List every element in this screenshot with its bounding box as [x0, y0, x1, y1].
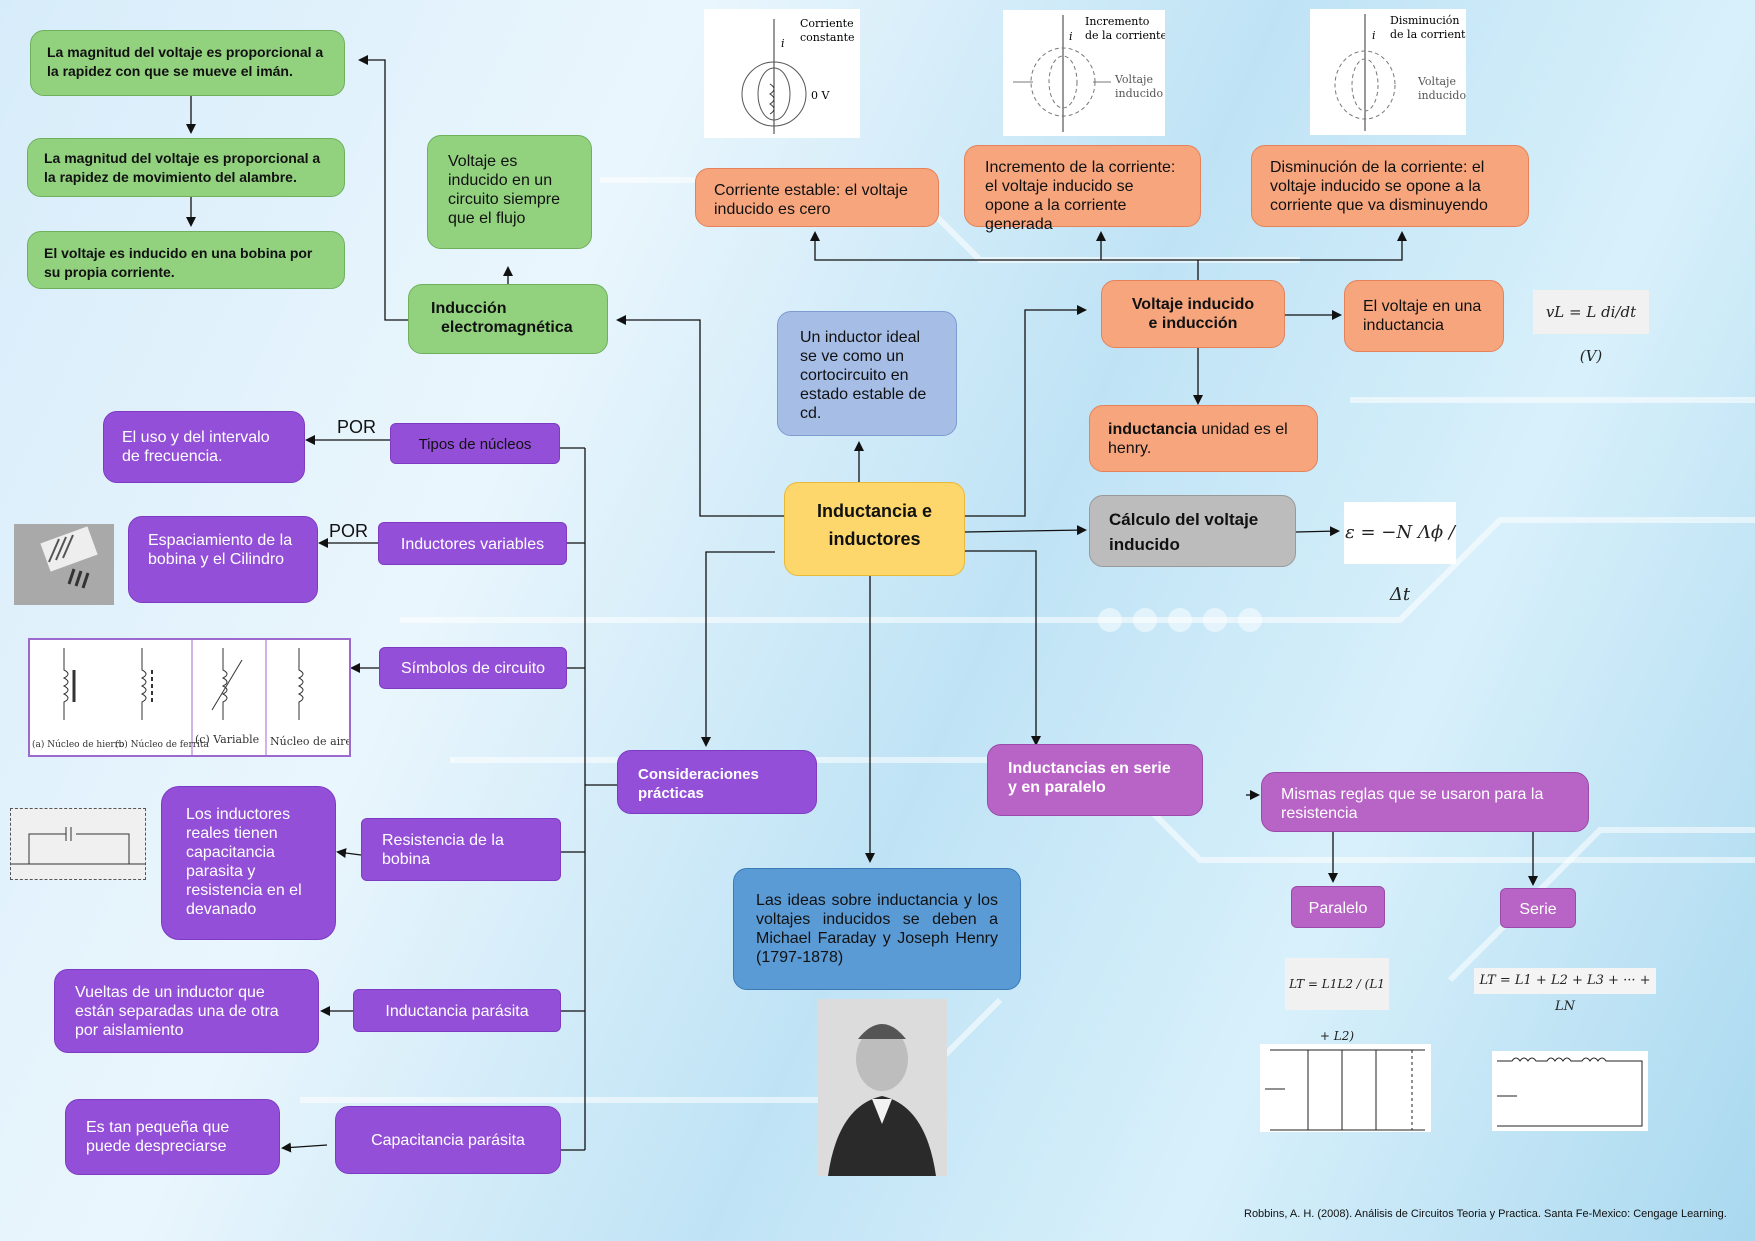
- capacitancia-parasita-desc[interactable]: Es tan pequeña que puede despreciarse: [65, 1099, 280, 1175]
- svg-text:i: i: [1372, 29, 1376, 42]
- consideraciones-node[interactable]: Consideraciones prácticas: [617, 750, 817, 814]
- serie-paralelo-node[interactable]: Inductancias en serie y en paralelo: [987, 744, 1203, 816]
- induccion-title-line2: electromagnética: [441, 319, 573, 336]
- inductancia-parasita-desc[interactable]: Vueltas de un inductor que están separad…: [54, 969, 319, 1053]
- disminucion-node[interactable]: Disminución de la corriente: el voltaje …: [1251, 145, 1529, 227]
- corriente-estable-node[interactable]: Corriente estable: el voltaje inducido e…: [695, 168, 939, 227]
- voltaje-title-line2: e inducción: [1148, 315, 1238, 332]
- voltaje-inducido-node[interactable]: Voltaje inducido e inducción: [1101, 280, 1285, 348]
- faraday-formula: ε = −N Λϕ / Δt: [1344, 502, 1456, 605]
- svg-text:(c) Variable: (c) Variable: [195, 733, 259, 746]
- svg-text:constante: constante: [800, 31, 855, 44]
- calculo-voltaje-node[interactable]: Cálculo del voltaje inducido: [1089, 495, 1296, 567]
- central-topic[interactable]: Inductancia e inductores: [784, 482, 965, 576]
- voltaje-title-line1: Voltaje inducido: [1131, 296, 1255, 313]
- person-portrait-icon: [818, 999, 947, 1176]
- figure-incremento-corriente: Incremento de la corriente Voltaje induc…: [1003, 10, 1167, 136]
- svg-text:Incremento: Incremento: [1085, 15, 1150, 28]
- svg-text:inducido: inducido: [1418, 89, 1466, 102]
- capacitancia-parasita-node[interactable]: Capacitancia parásita: [335, 1106, 561, 1174]
- incremento-node[interactable]: Incremento de la corriente: el voltaje i…: [964, 145, 1201, 233]
- henry-rest: unidad es el henry.: [1108, 421, 1288, 457]
- series-inductors-icon: [1497, 1057, 1643, 1127]
- serie-node[interactable]: Serie: [1500, 888, 1576, 928]
- tipos-nucleos-node[interactable]: Tipos de núcleos: [390, 423, 560, 464]
- tipos-nucleos-desc[interactable]: El uso y del intervalo de frecuencia.: [103, 411, 305, 483]
- svg-text:Corriente: Corriente: [800, 17, 854, 30]
- series-circuit-figure: [1492, 1051, 1648, 1131]
- voltaje-en-inductancia-node[interactable]: El voltaje en una inductancia: [1344, 280, 1504, 352]
- svg-text:i: i: [1069, 30, 1073, 43]
- paralelo-formula: LT = L1L2 / (L1 + L2): [1285, 958, 1389, 1043]
- iman-node[interactable]: La magnitud del voltaje es proporcional …: [30, 30, 345, 96]
- paralelo-node[interactable]: Paralelo: [1291, 886, 1385, 928]
- flujo-node[interactable]: Voltaje es inducido en un circuito siemp…: [427, 135, 592, 249]
- mismas-reglas-node[interactable]: Mismas reglas que se usaron para la resi…: [1261, 772, 1589, 832]
- henry-bold: inductancia: [1108, 421, 1197, 438]
- inductores-variables-node[interactable]: Inductores variables: [378, 522, 567, 565]
- inductor-symbols-icon: (a) Núcleo de hierro (b) Núcleo de ferri…: [32, 640, 352, 755]
- resistencia-bobina-desc[interactable]: Los inductores reales tienen capacitanci…: [161, 786, 336, 940]
- central-topic-line1: Inductancia e: [816, 501, 933, 521]
- alambre-node[interactable]: La magnitud del voltaje es proporcional …: [27, 138, 345, 197]
- svg-text:de la corriente: de la corriente: [1390, 28, 1466, 41]
- por-label-1: POR: [337, 417, 377, 437]
- svg-text:Voltaje: Voltaje: [1114, 73, 1153, 86]
- simbolos-circuito-node[interactable]: Símbolos de circuito: [379, 647, 567, 689]
- historia-node[interactable]: Las ideas sobre inductancia y los voltaj…: [733, 868, 1021, 990]
- serie-formula: LT = L1 + L2 + L3 + ··· + LN: [1474, 968, 1656, 1014]
- parallel-inductors-icon: [1265, 1049, 1425, 1131]
- svg-text:de la corriente: de la corriente: [1085, 29, 1165, 42]
- henry-node[interactable]: inductancia unidad es el henry.: [1089, 405, 1318, 472]
- por-label-2: POR: [329, 521, 369, 541]
- circuit-symbols-figure: (a) Núcleo de hierro (b) Núcleo de ferri…: [28, 638, 352, 757]
- inductores-variables-desc[interactable]: Espaciamiento de la bobina y el Cilindro: [128, 516, 318, 603]
- figure-corriente-constante: Corriente constante 0 V i: [704, 9, 860, 138]
- svg-text:(a) Núcleo de hierro: (a) Núcleo de hierro: [32, 739, 124, 750]
- ideal-inductor-node[interactable]: Un inductor ideal se ve como un cortocir…: [777, 311, 957, 436]
- portrait-image: [818, 999, 947, 1176]
- induccion-title-line1: Inducción: [431, 300, 507, 317]
- svg-text:0 V: 0 V: [811, 89, 830, 102]
- svg-text:(b) Núcleo de ferrita: (b) Núcleo de ferrita: [115, 739, 210, 750]
- vl-formula: vL = L di/dt (V): [1533, 290, 1649, 365]
- svg-text:Núcleo de aire: Núcleo de aire: [270, 735, 349, 748]
- svg-text:Voltaje: Voltaje: [1417, 75, 1456, 88]
- citation: Robbins, A. H. (2008). Análisis de Circu…: [1244, 1208, 1727, 1220]
- coil-decreasing-field-icon: Disminución de la corriente Voltaje indu…: [1334, 14, 1472, 131]
- central-topic-line2: inductores: [828, 529, 921, 549]
- inductancia-parasita-node[interactable]: Inductancia parásita: [353, 989, 561, 1032]
- parasitic-circuit-figure: [10, 808, 146, 880]
- svg-text:inducido: inducido: [1115, 87, 1163, 100]
- coil-photo-icon: [14, 524, 114, 605]
- induccion-electromagnetica-node[interactable]: Inducción electromagnética: [408, 284, 608, 354]
- figure-disminucion-corriente: Disminución de la corriente Voltaje indu…: [1310, 9, 1472, 135]
- coil-increasing-field-icon: Incremento de la corriente Voltaje induc…: [1013, 15, 1167, 132]
- rlc-circuit-icon: [11, 827, 145, 865]
- variable-inductor-photo: [14, 524, 114, 605]
- coil-field-icon: Corriente constante 0 V i: [741, 17, 855, 134]
- svg-text:Disminución: Disminución: [1390, 14, 1460, 27]
- bobina-node[interactable]: El voltaje es inducido en una bobina por…: [27, 231, 345, 289]
- svg-text:i: i: [781, 37, 785, 50]
- resistencia-bobina-node[interactable]: Resistencia de la bobina: [361, 818, 561, 881]
- parallel-circuit-figure: [1260, 1044, 1431, 1132]
